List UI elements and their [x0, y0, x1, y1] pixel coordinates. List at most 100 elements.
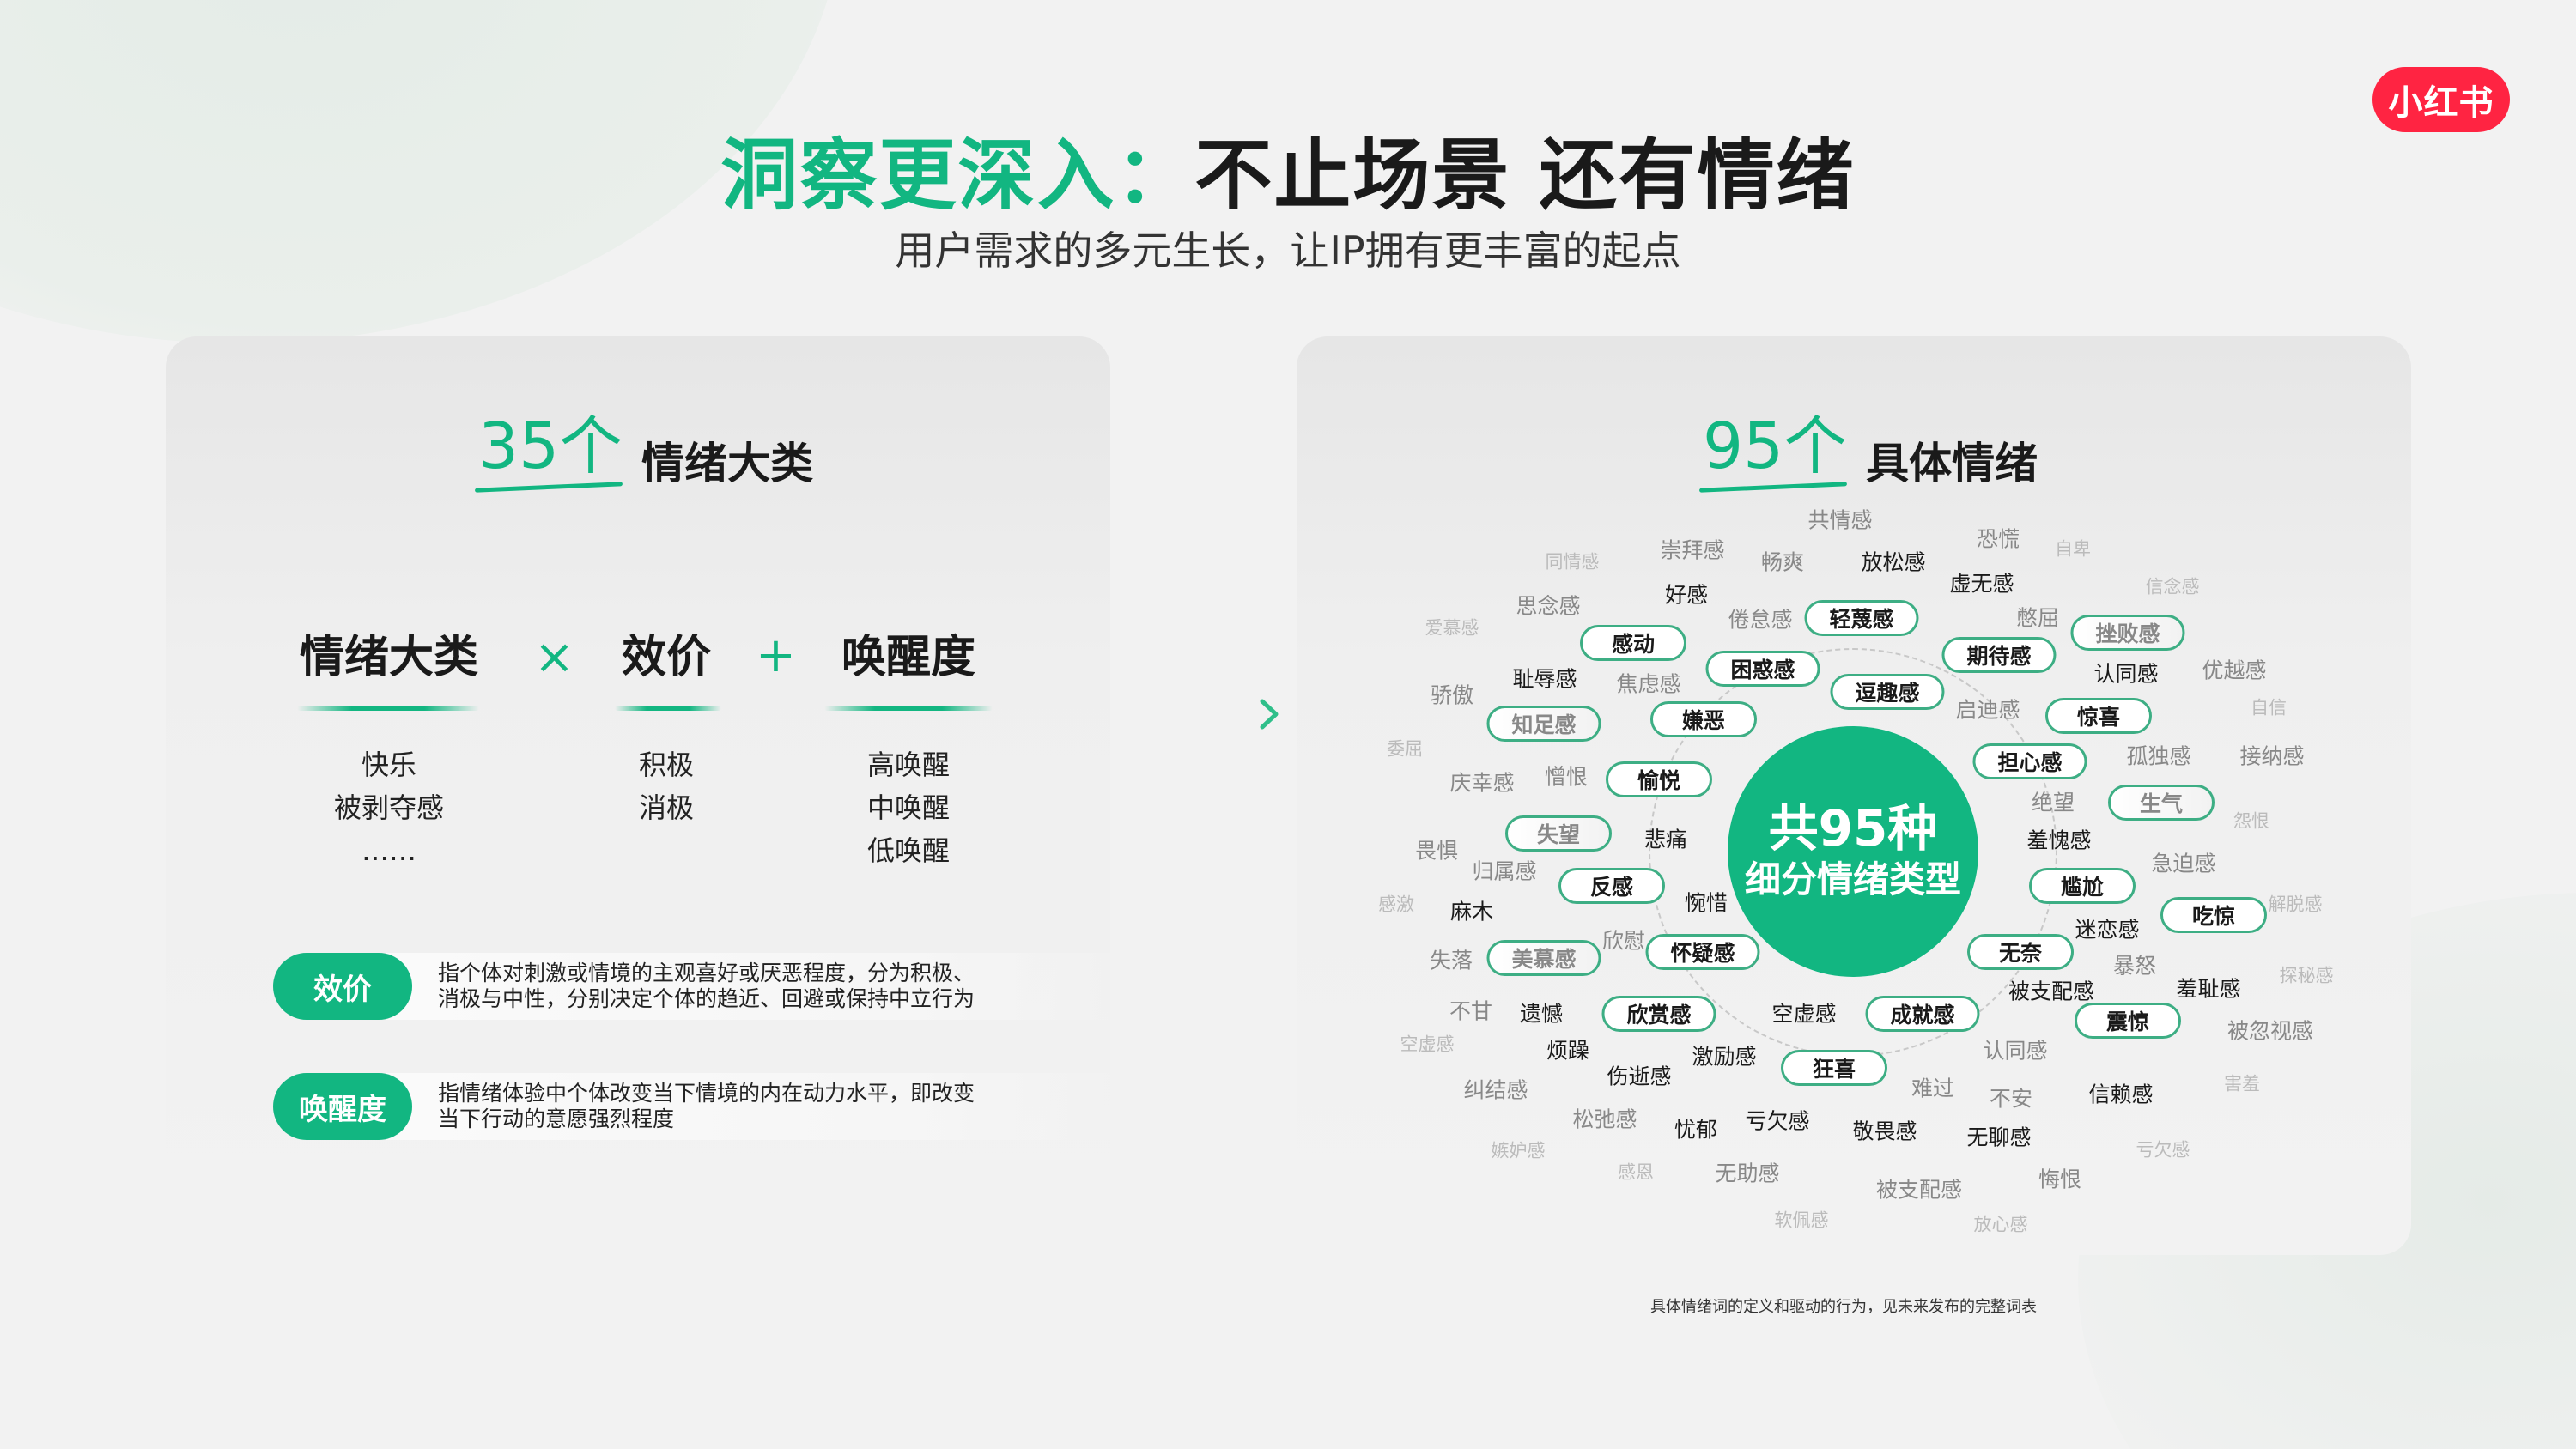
emotion-word: 认同感 — [1983, 1038, 2048, 1064]
emotion-pill: 期待感 — [1941, 637, 2057, 673]
example-item: 快乐 — [361, 749, 416, 781]
example-item: 积极 — [638, 749, 694, 781]
specific-count: 95个 — [1703, 409, 1848, 483]
emotion-word: 暴怒 — [2112, 953, 2157, 979]
emotion-word: 畏惧 — [1414, 838, 1459, 864]
emotion-word: 耻辱感 — [1512, 666, 1577, 692]
emotion-word: 迷恋感 — [2075, 917, 2140, 943]
formula-underline — [824, 706, 993, 711]
emotion-pill: 挫败感 — [2070, 615, 2185, 651]
emotion-word: 激励感 — [1692, 1044, 1757, 1070]
category-count: 35个 — [478, 409, 623, 483]
emotion-pill: 嫌恶 — [1650, 701, 1757, 737]
center-count-text: 共95种 — [1768, 799, 1938, 858]
formula-term-arousal: 唤醒度 — [841, 632, 975, 683]
emotion-word: 感激 — [1378, 894, 1414, 915]
emotion-word: 遗憾 — [1519, 1001, 1564, 1027]
emotion-word: 憋屈 — [2015, 605, 2060, 631]
definition-term-badge: 效价 — [273, 953, 412, 1020]
emotion-pill: 震惊 — [2075, 1003, 2181, 1039]
emotion-pill: 美慕感 — [1486, 940, 1601, 976]
emotion-word: 思念感 — [1516, 593, 1581, 619]
emotion-word: 亏欠感 — [2136, 1139, 2190, 1161]
emotion-pill: 担心感 — [1972, 743, 2087, 779]
emotion-word: 放松感 — [1861, 549, 1926, 575]
emotion-word: 放心感 — [1973, 1214, 2028, 1235]
emotion-word: 不甘 — [1449, 998, 1493, 1024]
emotion-word: 同情感 — [1545, 551, 1600, 573]
formula-term-category: 情绪大类 — [299, 632, 478, 683]
emotion-pill: 反感 — [1558, 868, 1665, 904]
category-examples: 快乐 被剥夺感 …… — [295, 743, 483, 872]
emotion-word: 空虚感 — [1771, 1001, 1837, 1027]
emotion-word: 无助感 — [1715, 1161, 1780, 1186]
emotion-word: 崇拜感 — [1660, 537, 1725, 563]
example-item: 被剥夺感 — [333, 791, 444, 824]
emotion-pill: 吃惊 — [2160, 897, 2267, 933]
emotion-pill: 逗趣感 — [1830, 674, 1945, 710]
emotion-pill: 困惑感 — [1705, 651, 1820, 687]
emotion-word: 骄傲 — [1430, 682, 1474, 708]
xiaohongshu-logo: 小红书 — [2372, 67, 2510, 132]
emotion-word: 麻木 — [1449, 899, 1494, 925]
emotion-word: 接纳感 — [2239, 743, 2305, 769]
emotion-word: 探秘感 — [2279, 965, 2334, 986]
emotion-word: 无聊感 — [1966, 1125, 2032, 1150]
emotion-word: 庆幸感 — [1449, 770, 1515, 796]
emotion-word: 羞耻感 — [2176, 976, 2241, 1002]
emotion-word: 自卑 — [2055, 538, 2091, 560]
emotion-word: 敬畏感 — [1852, 1119, 1917, 1144]
emotion-word: 优越感 — [2202, 658, 2267, 683]
emotion-word: 急迫感 — [2151, 851, 2216, 876]
emotion-word: 失落 — [1429, 948, 1473, 973]
emotion-word: 好感 — [1664, 582, 1709, 608]
emotion-word: 亏欠感 — [1745, 1108, 1810, 1134]
emotion-word: 信念感 — [2145, 576, 2200, 597]
arrow-right-icon — [1142, 699, 1279, 730]
formula-underline — [297, 706, 479, 711]
plus-operator: + — [756, 627, 796, 683]
emotion-word: 被支配感 — [1875, 1177, 1963, 1203]
emotion-word: 共情感 — [1807, 507, 1873, 533]
definition-text: 指个体对刺激或情境的主观喜好或厌恶程度，分为积极、 消极与中性，分别决定个体的趋… — [386, 953, 1125, 1020]
emotion-word: 自信 — [2251, 697, 2287, 718]
emotion-word: 爱慕感 — [1425, 617, 1479, 639]
example-item: 中唤醒 — [866, 791, 950, 824]
emotion-pill: 欣赏感 — [1601, 996, 1716, 1032]
emotion-word: 怨恨 — [2233, 810, 2269, 832]
emotion-word: 羞愧感 — [2026, 828, 2092, 853]
emotion-word: 难过 — [1911, 1076, 1955, 1101]
page-title: 洞察更深入：不止场景 还有情绪 — [0, 129, 2576, 223]
emotion-pill: 尴尬 — [2029, 868, 2136, 904]
emotion-word: 憎恨 — [1544, 764, 1589, 790]
specific-count-label: 具体情绪 — [1866, 439, 2038, 488]
page-subtitle: 用户需求的多元生长，让IP拥有更丰富的起点 — [895, 227, 1681, 274]
emotion-word: 嫉妒感 — [1491, 1140, 1546, 1161]
emotion-word: 恐慌 — [1976, 526, 2020, 552]
emotion-pill: 怀疑感 — [1645, 934, 1760, 970]
arousal-examples: 高唤醒 中唤醒 低唤醒 — [824, 743, 993, 872]
emotion-pill: 知足感 — [1486, 706, 1601, 742]
emotion-pill: 轻蔑感 — [1804, 600, 1919, 636]
definition-valence: 效价 指个体对刺激或情境的主观喜好或厌恶程度，分为积极、 消极与中性，分别决定个… — [273, 953, 1125, 1020]
emotion-word: 启迪感 — [1955, 697, 2020, 723]
valence-examples: 积极 消极 — [606, 743, 726, 829]
emotion-pill: 感动 — [1580, 625, 1686, 661]
emotion-word: 软佩感 — [1774, 1210, 1829, 1231]
emotion-word: 被支配感 — [2008, 979, 2095, 1004]
specific-count-heading: 95个 具体情绪 — [1703, 409, 2038, 488]
title-main: 不止场景 还有情绪 — [1194, 130, 1856, 221]
emotion-word: 松弛感 — [1572, 1106, 1637, 1132]
emotion-word: 害羞 — [2224, 1073, 2260, 1094]
emotion-word: 伤逝感 — [1607, 1064, 1672, 1089]
center-label-text: 细分情绪类型 — [1744, 858, 1961, 900]
emotion-word: 认同感 — [2093, 661, 2159, 687]
emotion-word: 惋惜 — [1684, 890, 1728, 916]
emotion-word: 虚无感 — [1949, 571, 2014, 597]
example-item: 消极 — [638, 791, 694, 824]
emotion-word: 感恩 — [1618, 1161, 1654, 1183]
emotion-pill: 愉悦 — [1606, 761, 1712, 797]
emotion-word: 纠结感 — [1463, 1077, 1528, 1103]
definition-term-badge: 唤醒度 — [273, 1073, 412, 1140]
emotion-pill: 失望 — [1505, 815, 1612, 852]
